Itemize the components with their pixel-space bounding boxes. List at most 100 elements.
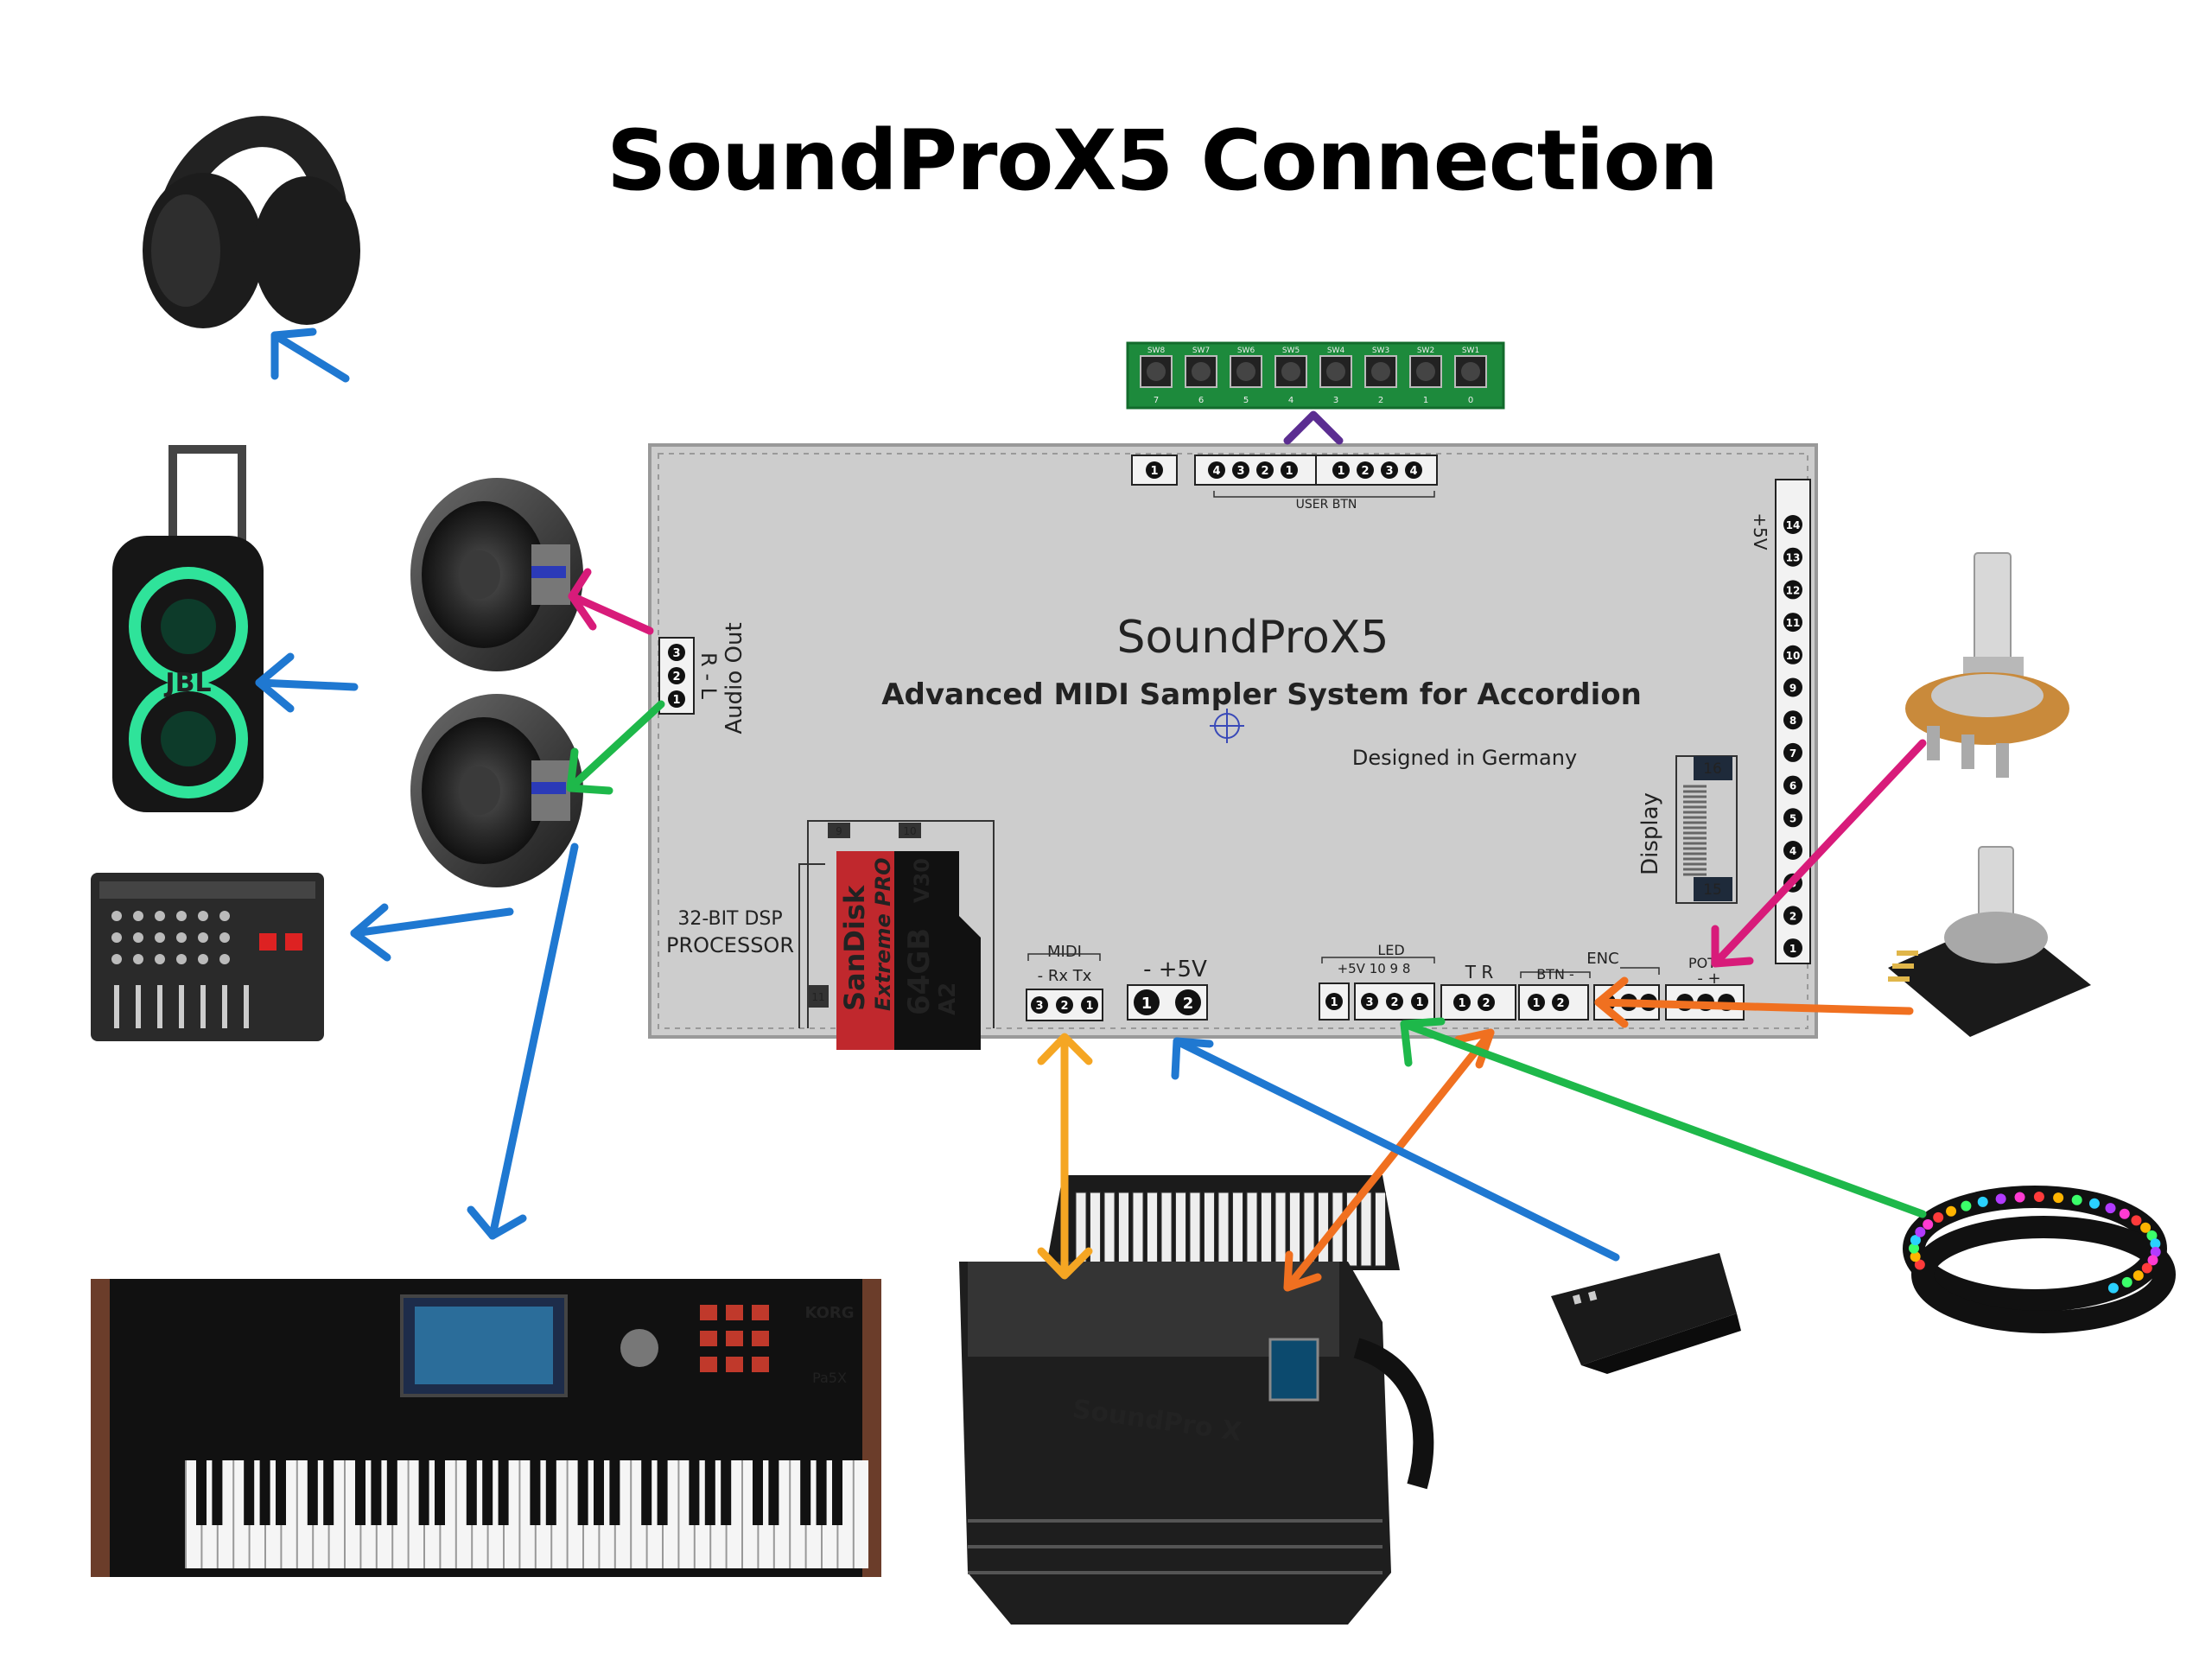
crosshair-icon	[1210, 709, 1244, 743]
keyboard-model: Pa5X	[812, 1370, 847, 1386]
svg-text:2: 2	[1482, 997, 1490, 1010]
processor-label-2: PROCESSOR	[666, 933, 794, 957]
sd-pin-10: 10	[903, 825, 916, 837]
speaker-driver-top-icon	[410, 478, 583, 671]
switch-number: 4	[1288, 396, 1294, 405]
accordion-icon: SoundPro X	[959, 1175, 1434, 1625]
switch-number: 3	[1333, 396, 1338, 405]
svg-text:2: 2	[1390, 996, 1398, 1009]
arrow-to-party-speaker	[255, 652, 359, 713]
keyboard-brand: KORG	[804, 1304, 854, 1322]
power-bank-icon	[1551, 1253, 1741, 1374]
arrow-audio-right	[568, 568, 654, 635]
svg-text:2: 2	[1060, 1000, 1068, 1013]
board-subtitle: Advanced MIDI Sampler System for Accordi…	[881, 677, 1642, 712]
svg-text:4: 4	[1789, 845, 1796, 857]
svg-text:3: 3	[672, 647, 680, 660]
display-label: Display	[1637, 792, 1663, 875]
svg-text:1: 1	[1285, 465, 1293, 478]
sd-capacity: 64GB	[902, 928, 937, 1015]
arrow-to-mixer	[350, 903, 514, 962]
svg-text:9: 9	[1789, 683, 1796, 695]
svg-text:1: 1	[1458, 997, 1465, 1010]
svg-text:5: 5	[1789, 812, 1796, 824]
led-strip-icon	[1903, 1186, 2176, 1333]
switch-label: SW7	[1192, 347, 1210, 355]
sd-brand: SanDisk	[838, 885, 871, 1011]
svg-text:1: 1	[672, 694, 680, 707]
pot-label: POT	[1688, 955, 1716, 971]
svg-text:1: 1	[1141, 995, 1153, 1013]
pot-pins-label: - +	[1697, 970, 1720, 988]
btn-label: BTN -	[1536, 966, 1574, 982]
audio-out-header: 3 2 1 R - L Audio Out	[658, 622, 747, 734]
switch-number: 2	[1378, 396, 1383, 405]
sd-card-slot: 9 10 11	[798, 820, 995, 1028]
tr-label: T R	[1465, 962, 1494, 982]
party-speaker-icon: JBL	[112, 445, 264, 812]
switch-label: SW4	[1327, 347, 1345, 355]
led-label: LED	[1377, 942, 1404, 958]
board-designed: Designed in Germany	[1352, 746, 1577, 770]
switch-label: SW3	[1372, 347, 1389, 355]
display-pin-16: 16	[1703, 760, 1722, 778]
svg-text:2: 2	[1556, 997, 1564, 1010]
tr-header: T R 1 2	[1440, 962, 1516, 1021]
power-label: - +5V	[1143, 957, 1207, 982]
svg-text:1: 1	[1337, 465, 1344, 478]
page-title: SoundProX5 Connection	[607, 112, 1719, 209]
midi-label: MIDI	[1047, 943, 1082, 961]
svg-text:1: 1	[1085, 1000, 1093, 1013]
arrow-to-headphones	[270, 327, 350, 383]
svg-text:14: 14	[1786, 519, 1801, 531]
top-header: 1 4 3 2 1 1 2 3 4 USER BTN	[1131, 455, 1438, 512]
switch-number: 6	[1198, 396, 1204, 405]
svg-text:10: 10	[1786, 650, 1801, 662]
switch-label: SW6	[1237, 347, 1255, 355]
svg-text:11: 11	[1786, 617, 1801, 629]
potentiometer-icon	[1905, 552, 2069, 778]
svg-text:1: 1	[1532, 997, 1540, 1010]
switch-label: SW1	[1462, 347, 1479, 355]
switch-label: SW2	[1417, 347, 1434, 355]
sd-line: Extreme PRO	[871, 857, 895, 1011]
svg-text:2: 2	[1361, 465, 1369, 478]
arrow-to-keyboard	[467, 843, 579, 1240]
svg-text:6: 6	[1789, 780, 1796, 792]
arrow-powerbank-power	[1171, 1037, 1620, 1262]
speaker-brand: JBL	[163, 668, 211, 698]
accordion-keys	[1075, 1192, 1386, 1267]
svg-text:2: 2	[1261, 465, 1268, 478]
led-pins-label: +5V 10 9 8	[1338, 961, 1411, 976]
svg-text:13: 13	[1786, 552, 1801, 564]
keyboard-keys	[185, 1460, 855, 1568]
soundprox5-board: SoundProX5 Advanced MIDI Sampler System …	[648, 443, 1818, 1039]
switch-number: 7	[1154, 396, 1159, 405]
svg-text:3: 3	[1236, 465, 1244, 478]
switch-label: SW8	[1147, 347, 1166, 355]
midi-header: MIDI - Rx Tx 3 2 1	[1026, 943, 1103, 1021]
rotary-encoder-icon	[1888, 846, 2091, 1037]
svg-text:3: 3	[1035, 1000, 1043, 1013]
svg-text:4: 4	[1212, 465, 1220, 478]
mixer-icon	[91, 873, 324, 1041]
processor-label-1: 32-BIT DSP	[677, 908, 782, 930]
headphones-icon	[143, 116, 360, 328]
switch-number: 1	[1423, 396, 1428, 405]
speaker-driver-bottom-icon	[410, 694, 583, 887]
svg-text:1: 1	[1330, 996, 1338, 1009]
arrow-audio-left	[566, 700, 665, 795]
btn-header: BTN - 1 2	[1518, 966, 1591, 1021]
audio-pins-label: R - L	[696, 652, 721, 700]
midi-pins-label: - Rx Tx	[1038, 967, 1092, 985]
sd-class: V30	[910, 858, 934, 903]
arrow-encoder-enc	[1594, 976, 1914, 1028]
sd-card-icon: SanDisk Extreme PRO 64GB V30 A2	[836, 851, 981, 1050]
sd-pin-9: 9	[836, 825, 842, 837]
svg-text:2: 2	[1789, 910, 1796, 922]
svg-text:1: 1	[1415, 996, 1423, 1009]
svg-text:2: 2	[1183, 995, 1194, 1013]
sd-a2: A2	[935, 982, 961, 1015]
